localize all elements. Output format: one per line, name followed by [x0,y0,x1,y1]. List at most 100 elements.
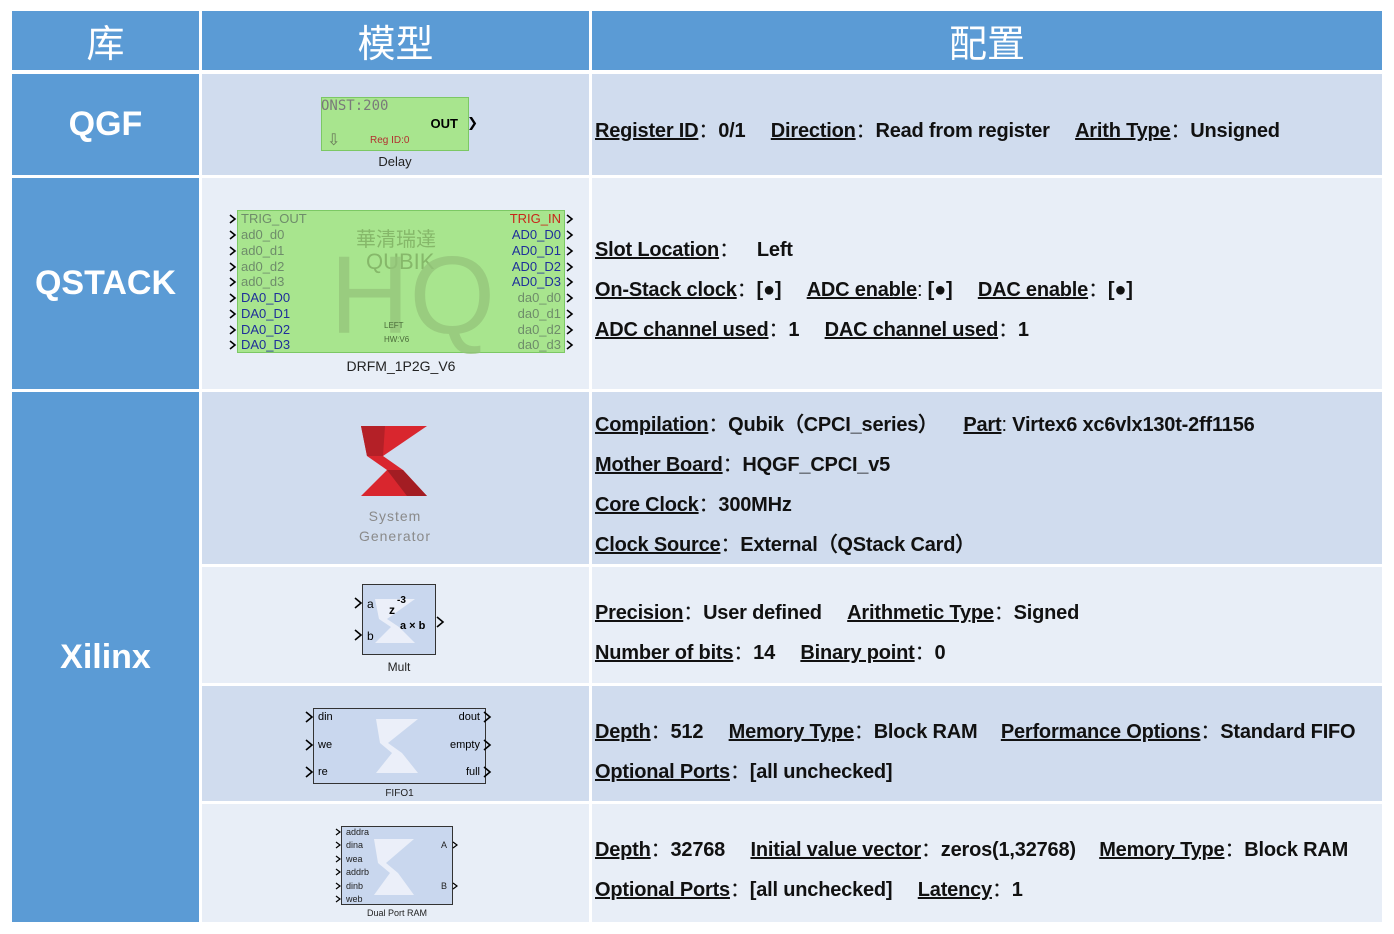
config-table: 库 模型 配置 QGF QSTACK Xilinx ONST:200 OUT ❯… [12,11,1382,922]
header-model: 模型 [202,11,589,70]
direction-value: Read from register [875,120,1050,142]
delay-reg-id: Reg ID:0 [370,135,410,146]
register-id-value: 0/1 [718,120,746,142]
drfm-port-left: DA0_D0 [241,290,291,305]
mult-latency-z: z [389,603,395,617]
drfm-port-right: AD0_D2 [511,259,561,274]
drfm-port-left: TRIG_OUT [241,211,307,226]
drfm-port-left: ad0_d2 [241,259,285,274]
config-cell-mult [592,567,1382,683]
mult-port-arrows-icon [354,597,445,641]
delay-top-text: ONST:200 [321,98,389,114]
compilation-value: Qubik（CPCI_series） [728,414,938,436]
config-cell-fifo [592,686,1382,801]
drfm-info-left: LEFT [384,321,404,330]
fifo-port-full: full [465,766,480,778]
fifo-optional-ports-value: [all unchecked] [749,761,893,783]
precision-label: Precision [595,602,684,624]
sysgen-caption-2: Generator [358,528,432,544]
drfm-port-right: da0_d1 [517,306,561,321]
precision-value: User defined [703,602,822,624]
drfm-port-right: AD0_D1 [511,243,561,258]
fifo-depth-value: 512 [670,721,704,743]
library-xilinx: Xilinx [12,392,199,922]
mother-board-value: HQGF_CPCI_v5 [742,454,891,476]
latency-value: 1 [1011,879,1023,901]
onstack-clock-label: On-Stack clock [595,279,737,301]
ram-port-arrows-icon [335,828,458,903]
config-line-slot: Slot Location：Left [595,239,793,261]
ram-port-dinb: dinb [346,881,364,891]
latency-label: Latency [917,879,992,901]
drfm-port-right: da0_d3 [517,337,561,352]
performance-options-value: Standard FIFO [1220,721,1356,743]
ram-port-a: A [440,840,447,850]
config-line-qgf: Register ID：0/1 Direction：Read from regi… [595,120,1280,142]
header-config: 配置 [592,11,1382,70]
ram-port-addra: addra [346,827,370,837]
initial-value-vector-value: zeros(1,32768) [940,839,1076,861]
delay-caption: Delay [378,154,412,169]
config-line-ram-ports: Optional Ports：[all unchecked] Latency：1 [595,879,1023,901]
mult-caption: Mult [387,660,411,674]
performance-options-label: Performance Options [1000,721,1201,743]
ram-port-wea: wea [346,854,363,864]
drfm-watermark-cn: 華清瑞達 [356,227,436,251]
library-qstack: QSTACK [12,178,199,389]
ram-memory-type-value: Block RAM [1244,839,1349,861]
binary-point-label: Binary point [800,642,915,664]
config-line-channels: ADC channel used：1 DAC channel used：1 [595,319,1029,341]
ram-optional-ports-value: [all unchecked] [749,879,893,901]
config-line-clocksource: Clock Source：External（QStack Card） [595,534,976,556]
fifo-port-re: re [318,766,328,778]
delay-block: ONST:200 OUT ❯ Reg ID:0 ⇩ [321,97,478,151]
part-value: Virtex6 xc6vlx130t-2ff1156 [1012,414,1255,436]
fifo-optional-ports-label: Optional Ports [595,761,730,783]
config-line-fifo-depth: Depth：512 Memory Type：Block RAM Performa… [595,721,1356,743]
drfm-watermark-en: QUBIK [366,249,435,274]
down-arrow-icon: ⇩ [327,132,341,149]
drfm-port-right: AD0_D0 [511,227,561,242]
config-line-enables: On-Stack clock：[●] ADC enable: [●] DAC e… [595,279,1133,301]
adc-enable-value: [●] [927,279,953,301]
arithmetic-type-label: Arithmetic Type [847,602,994,624]
header-library-text: 库 [86,22,125,66]
ram-optional-ports-label: Optional Ports [595,879,730,901]
config-cell-sysgen [592,392,1382,564]
config-line-compilation: Compilation：Qubik（CPCI_series） Part: Vir… [595,414,1255,436]
drfm-port-right: TRIG_IN [509,211,561,226]
mult-latency-exp: -3 [397,595,406,606]
mult-xilinx-watermark-icon [375,599,415,643]
config-line-motherboard: Mother Board：HQGF_CPCI_v5 [595,454,891,476]
direction-label: Direction [770,120,856,142]
binary-point-value: 0 [934,642,946,664]
slot-location-value: Left [756,239,793,261]
drfm-block: 華清瑞達 QUBIK HQ LEFT HW:V6 TRIG_OUT ad0_d0… [237,210,565,353]
number-of-bits-value: 14 [753,642,775,664]
dac-channel-used-value: 1 [1017,319,1029,341]
arith-type-value: Unsigned [1190,120,1280,142]
drfm-port-left: ad0_d1 [241,243,285,258]
drfm-port-left: DA0_D3 [241,337,291,352]
ram-caption: Dual Port RAM [366,908,428,918]
fifo-port-din: din [318,711,333,723]
config-cell-qgf [592,74,1382,175]
header-model-text: 模型 [357,22,434,66]
register-id-label: Register ID [595,120,699,142]
delay-out-port: OUT [430,116,458,131]
fifo-port-arrows-icon [305,711,492,778]
config-line-precision: Precision：User defined Arithmetic Type：S… [595,602,1080,624]
config-line-ram-depth: Depth：32768 Initial value vector：zeros(1… [595,839,1349,861]
mult-block: a b z -3 a × b [362,584,436,655]
ram-memory-type-label: Memory Type [1099,839,1225,861]
arith-type-label: Arith Type [1075,120,1171,142]
header-config-text: 配置 [948,22,1025,66]
initial-value-vector-label: Initial value vector [750,839,921,861]
adc-channel-used-value: 1 [788,319,800,341]
header-library: 库 [12,11,199,70]
library-qgf-text: QGF [68,105,143,143]
drfm-info-hw: HW:V6 [384,335,410,344]
fifo-caption: FIFO1 [385,788,414,799]
drfm-port-left: ad0_d0 [241,227,285,242]
number-of-bits-label: Number of bits [595,642,734,664]
